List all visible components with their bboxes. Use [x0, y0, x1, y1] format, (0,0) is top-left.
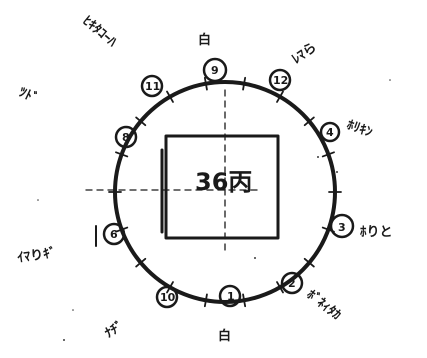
svg-text:ﾎﾘｷﾝ: ﾎﾘｷﾝ: [345, 118, 375, 141]
circle-tick: [205, 294, 207, 306]
svg-text:3: 3: [338, 221, 346, 234]
svg-text:11: 11: [145, 80, 160, 93]
svg-text:白: 白: [218, 328, 231, 344]
svg-text:8: 8: [122, 131, 130, 144]
svg-text:1: 1: [227, 290, 235, 303]
svg-text:ｲﾏりｷﾞ: ｲﾏりｷﾞ: [16, 245, 57, 266]
svg-text:10: 10: [160, 291, 176, 304]
label-bottom-left: 10 ﾅﾁﾞ: [102, 287, 177, 341]
svg-text:ﾎﾞﾈｨﾀｶ: ﾎﾞﾈｨﾀｶ: [304, 287, 345, 324]
svg-text:白: 白: [198, 32, 211, 48]
svg-text:9: 9: [211, 64, 219, 77]
circle-tick: [243, 78, 245, 90]
label-upper-right: 12 ﾚﾏら: [270, 40, 320, 90]
circle-tick: [205, 78, 207, 90]
label-right-2: 3 ﾎりと: [331, 215, 393, 240]
svg-text:4: 4: [326, 126, 334, 139]
svg-text:ﾎりと: ﾎりと: [360, 225, 393, 240]
svg-text:ﾂﾄﾞ: ﾂﾄﾞ: [16, 84, 40, 107]
label-bottom: 1 白: [218, 286, 240, 344]
svg-text:ﾚﾏら: ﾚﾏら: [290, 40, 320, 67]
svg-text:6: 6: [110, 228, 118, 241]
label-top: 9 白: [198, 32, 226, 81]
center-text: 36丙: [195, 168, 252, 196]
label-left-2: 8 ﾂﾄﾞ: [16, 84, 136, 147]
label-left-1: 6 ｲﾏりｷﾞ: [16, 224, 124, 266]
label-right-3: 2 ﾎﾞﾈｨﾀｶ: [282, 273, 344, 323]
label-right-1: 4 ﾎﾘｷﾝ: [321, 118, 375, 141]
circle-tick: [243, 294, 245, 306]
svg-text:ﾅﾁﾞ: ﾅﾁﾞ: [102, 318, 127, 342]
svg-text:12: 12: [273, 74, 288, 87]
label-upper-left: 11 ﾋｷﾀｺｰﾊ: [79, 14, 162, 96]
svg-text:ﾋｷﾀｺｰﾊ: ﾋｷﾀｺｰﾊ: [79, 14, 119, 51]
svg-text:2: 2: [288, 277, 296, 290]
